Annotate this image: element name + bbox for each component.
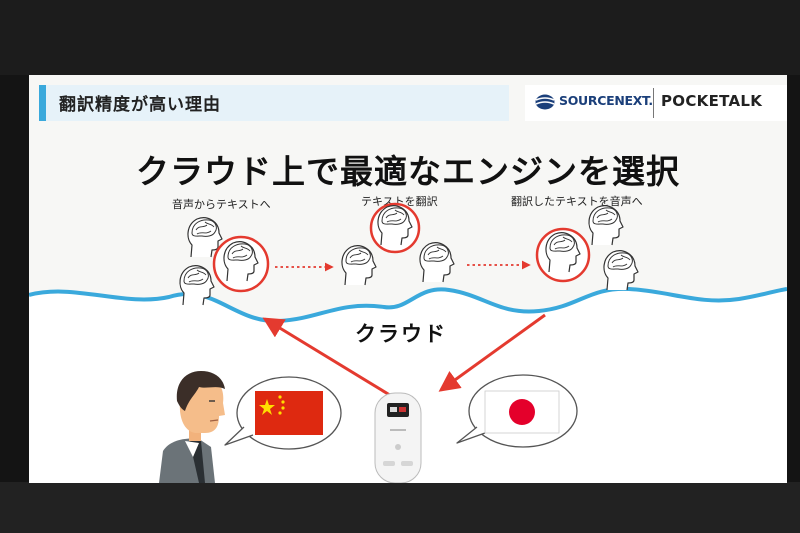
- china-flag-icon: [255, 391, 323, 435]
- background-top: [0, 0, 800, 75]
- head-icon: [419, 242, 455, 283]
- brand-divider: [653, 88, 654, 118]
- sourcenext-wordmark: SOURCENEXT.: [559, 93, 653, 108]
- section-tag-accent-bar: [39, 85, 46, 121]
- background-bottom: [0, 482, 800, 533]
- step-label-translate: テキストを翻訳: [361, 195, 438, 208]
- cloud-label: クラウド: [355, 322, 447, 346]
- step-label-speech-to-text: 音声からテキストへ: [172, 198, 271, 211]
- head-icon: [588, 205, 624, 246]
- projected-slide: 翻訳精度が高い理由 SOURCENEXT. POCKETALK クラウド上で最適…: [29, 75, 787, 483]
- upload-arrow: [262, 317, 394, 399]
- cloud-outline: [29, 286, 787, 324]
- slide-illustration: [29, 202, 787, 483]
- slide-headline: クラウド上で最適なエンジンを選択: [136, 152, 680, 191]
- head-icon: [341, 245, 377, 286]
- brand-area: [525, 85, 787, 121]
- section-tag: [39, 85, 509, 121]
- section-tag-text: 翻訳精度が高い理由: [59, 95, 221, 115]
- speech-bubble-right: [456, 374, 578, 448]
- step-label-text-to-speech: 翻訳したテキストを音声へ: [511, 195, 643, 208]
- businessman-illustration: [159, 371, 225, 483]
- sourcenext-logo-icon: [535, 94, 555, 110]
- speech-bubble-left: [224, 376, 342, 450]
- pocketalk-wordmark: POCKETALK: [661, 92, 763, 110]
- pocketalk-device-illustration: [374, 392, 422, 483]
- download-arrow: [438, 313, 546, 392]
- head-icon: [603, 250, 639, 291]
